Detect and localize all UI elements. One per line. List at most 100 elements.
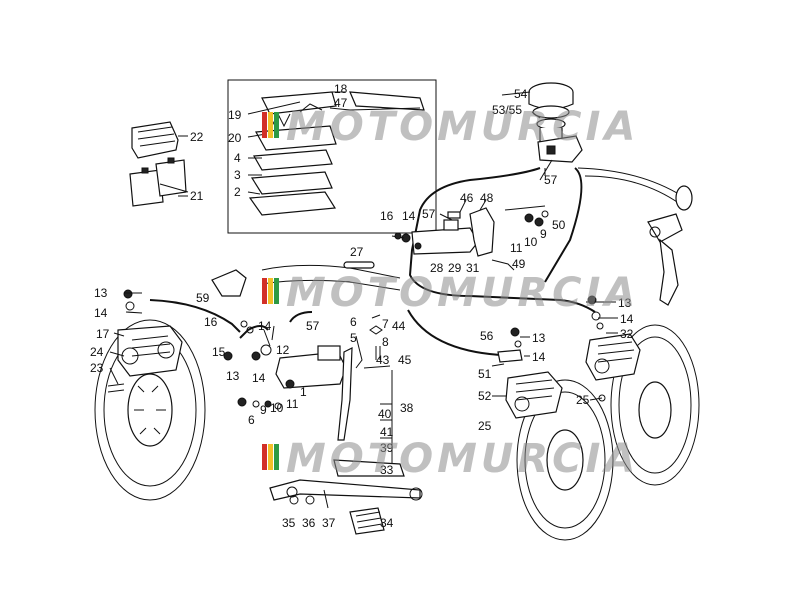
shim-plate-2 <box>248 191 337 216</box>
callout-50: 50 <box>552 218 566 232</box>
callout-22: 22 <box>190 130 204 144</box>
callout-5: 5 <box>350 331 357 345</box>
pad-spring-19 <box>261 91 337 115</box>
callout-35: 35 <box>282 516 296 530</box>
callout-38: 38 <box>400 401 414 415</box>
callout-20: 20 <box>228 131 242 145</box>
callout-6-lower: 6 <box>248 413 255 427</box>
callout-49: 49 <box>512 257 526 271</box>
callout-27: 27 <box>350 245 364 259</box>
callout-9-lower: 9 <box>260 403 267 417</box>
pin-27 <box>343 261 375 269</box>
watermark-text-1: MOTOMURCIA <box>286 104 639 150</box>
master-reservoir <box>528 82 583 163</box>
callout-1: 1 <box>300 385 307 399</box>
right-caliper-52 <box>505 371 563 419</box>
master-cylinder-46 <box>391 207 495 257</box>
callout-39: 39 <box>380 441 394 455</box>
callout-57-lower: 57 <box>306 319 320 333</box>
callout-41: 41 <box>380 425 394 439</box>
callout-13-mid: 13 <box>226 369 240 383</box>
callout-11-lower: 11 <box>286 397 299 411</box>
pushrod <box>337 325 393 470</box>
callout-10-upper: 10 <box>524 235 538 249</box>
right-caliper-32 <box>585 295 641 381</box>
callout-51: 51 <box>478 367 492 381</box>
callout-23: 23 <box>90 361 104 375</box>
callout-29: 29 <box>448 261 462 275</box>
callout-14-lower: 14 <box>252 371 266 385</box>
callout-28: 28 <box>430 261 444 275</box>
callout-16-upper: 16 <box>380 209 394 223</box>
callout-8: 8 <box>382 335 389 349</box>
callout-25-lower: 25 <box>478 419 492 433</box>
watermark-text-2: MOTOMURCIA <box>286 270 639 316</box>
callout-53-55: 53/55 <box>492 103 522 117</box>
callout-46: 46 <box>460 191 474 205</box>
callout-14-left: 14 <box>94 306 108 320</box>
brake-pads-21 <box>129 157 187 207</box>
left-brake-disc <box>94 319 206 501</box>
callout-36: 36 <box>302 516 316 530</box>
callout-24: 24 <box>90 345 104 359</box>
callout-59: 59 <box>196 291 210 305</box>
callout-14-right: 14 <box>620 312 634 326</box>
callout-40: 40 <box>378 407 392 421</box>
callout-2: 2 <box>234 185 241 199</box>
callout-45: 45 <box>398 353 412 367</box>
callout-21: 21 <box>190 189 204 203</box>
callout-48: 48 <box>480 191 494 205</box>
callout-52: 52 <box>478 389 492 403</box>
callout-57-mid: 57 <box>422 207 436 221</box>
fittings-upper <box>491 210 549 271</box>
callout-31: 31 <box>466 261 480 275</box>
watermark-text-3: MOTOMURCIA <box>286 436 639 482</box>
callout-labels: 18 47 19 20 4 3 2 22 21 54 53/55 57 48 4… <box>90 82 634 530</box>
watermark-1: MOTOMURCIA <box>262 104 639 150</box>
fitting-59 <box>211 269 247 297</box>
left-small-parts <box>223 232 402 410</box>
pad-plate-right <box>349 91 425 111</box>
brake-hoses <box>149 107 596 359</box>
callout-6: 6 <box>350 315 357 329</box>
callout-37: 37 <box>322 516 336 530</box>
left-caliper <box>107 289 183 393</box>
callout-3: 3 <box>234 168 241 182</box>
callout-43: 43 <box>376 353 390 367</box>
callout-13-mid-right: 13 <box>532 331 546 345</box>
brake-shoe-22 <box>131 121 179 159</box>
callout-18: 18 <box>334 82 348 96</box>
callout-56: 56 <box>480 329 494 343</box>
callout-17: 17 <box>96 327 110 341</box>
callout-13-right: 13 <box>618 296 632 310</box>
right-fittings <box>497 327 606 402</box>
callout-19: 19 <box>228 108 242 122</box>
callout-9-upper: 9 <box>540 227 547 241</box>
callout-57-upper: 57 <box>544 173 558 187</box>
rear-master-cylinder-1 <box>251 325 347 389</box>
callout-25-right: 25 <box>576 393 590 407</box>
callout-14-mid: 14 <box>258 319 272 333</box>
right-brake-disc-front <box>516 379 614 541</box>
callout-14-mid-right: 14 <box>532 350 546 364</box>
callout-15: 15 <box>212 345 226 359</box>
brake-lever <box>577 167 693 306</box>
callout-13-left: 13 <box>94 286 108 300</box>
brake-pedal <box>269 459 423 535</box>
callout-10-lower: 10 <box>270 401 284 415</box>
callout-4: 4 <box>234 151 241 165</box>
callout-33: 33 <box>380 463 394 477</box>
callout-54: 54 <box>514 87 528 101</box>
shim-plate-4 <box>253 149 333 171</box>
callout-14-upper: 14 <box>402 209 416 223</box>
right-brake-disc-rear <box>610 324 700 486</box>
watermark-2: MOTOMURCIA <box>262 270 639 316</box>
callout-11-upper: 11 <box>510 241 523 255</box>
shim-plate-3 <box>250 171 333 195</box>
callout-34: 34 <box>380 516 394 530</box>
inset-box <box>227 79 437 234</box>
callout-47: 47 <box>334 96 348 110</box>
callout-32: 32 <box>620 327 634 341</box>
watermark-3: MOTOMURCIA <box>262 436 639 482</box>
